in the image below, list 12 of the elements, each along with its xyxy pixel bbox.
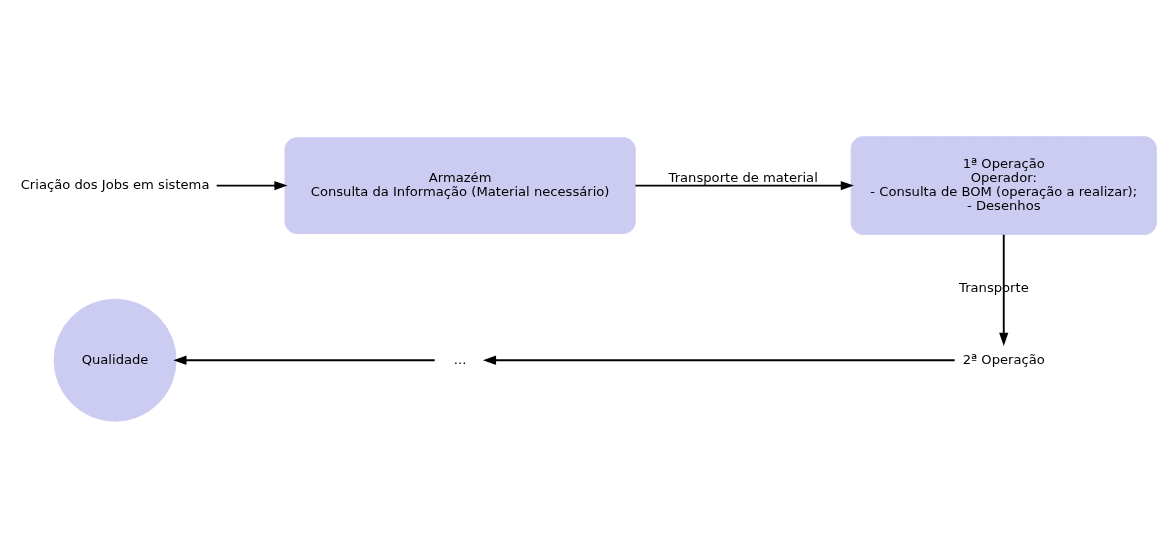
node-text: Criação dos Jobs em sistema: [20, 177, 210, 193]
arrow: [634, 180, 854, 191]
node-box: 1ª Operação Operador: - Consulta de BOM (operação a realizar); - Desenhos: [850, 136, 1157, 235]
node-box: Armazém Consulta da Informação (Material necessário): [284, 137, 636, 234]
arrow: [999, 233, 1009, 346]
node-circle: Qualidade: [53, 298, 177, 422]
arrow: [482, 355, 956, 365]
arrow: [215, 180, 288, 191]
node-text: 2ª Operação: [962, 351, 1045, 367]
arrow: [173, 355, 436, 365]
edge-label: Transporte de material: [668, 170, 818, 186]
node-text: ...: [453, 351, 467, 367]
